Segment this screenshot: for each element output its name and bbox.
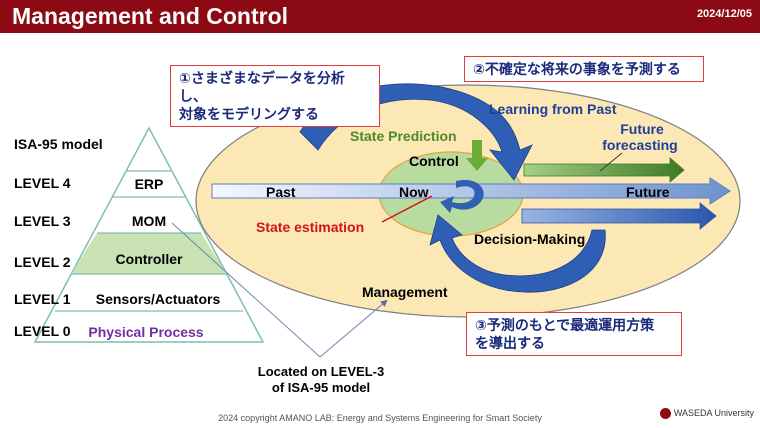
level-1-label: LEVEL 1: [14, 291, 71, 307]
callout-modeling: ①さまざまなデータを分析し、 対象をモデリングする: [170, 65, 380, 127]
state-prediction-arrow: [466, 140, 488, 171]
forecast-blue-arrow: [521, 202, 717, 230]
university-name: WASEDA University: [673, 408, 754, 418]
callout-modeling-line1: ①さまざまなデータを分析し、: [179, 70, 345, 104]
callout-modeling-line2: 対象をモデリングする: [179, 106, 319, 122]
decision-making-label: Decision-Making: [474, 231, 586, 247]
future-forecasting-line2: forecasting: [602, 137, 678, 153]
located-pointer-mom: [171, 222, 321, 358]
state-estimation-pointer: [381, 195, 433, 223]
tier-physical-process: Physical Process: [88, 324, 204, 340]
university-logo: WASEDA University: [659, 408, 754, 420]
tier-mom: MOM: [131, 213, 167, 229]
title-bar: Management and Control 2024/12/05: [0, 0, 760, 33]
pyramid-controller-band: [71, 233, 227, 274]
callout-prediction-text: ②不確定な将来の事象を予測する: [473, 61, 681, 77]
level-0-label: LEVEL 0: [14, 323, 71, 339]
located-note-line2: of ISA-95 model: [271, 380, 371, 395]
callout-decision: ③予測のもとで最適運用方策 を導出する: [466, 312, 682, 356]
level-4-label: LEVEL 4: [14, 175, 71, 191]
management-label: Management: [362, 284, 448, 300]
past-label: Past: [266, 184, 296, 200]
callout-prediction: ②不確定な将来の事象を予測する: [464, 56, 704, 82]
tier-erp: ERP: [134, 176, 164, 192]
state-prediction-label: State Prediction: [350, 128, 457, 144]
tier-sensors-actuators: Sensors/Actuators: [95, 291, 221, 307]
decision-arrow: [429, 214, 606, 293]
now-loop-arrow: [440, 179, 484, 213]
waseda-emblem-icon: [659, 408, 671, 420]
copyright-footer: 2024 copyright AMANO LAB: Energy and Sys…: [218, 413, 542, 423]
forecasting-pointer: [599, 152, 623, 172]
callout-decision-line1: ③予測のもとで最適運用方策: [475, 317, 655, 333]
isa95-model-label: ISA-95 model: [14, 136, 103, 152]
now-label: Now: [399, 184, 429, 200]
callout-decision-line2: を導出する: [475, 335, 545, 351]
forecast-green-arrow: [523, 157, 685, 183]
time-axis-arrow: [211, 177, 731, 205]
slide-date: 2024/12/05: [696, 8, 752, 20]
future-label: Future: [626, 184, 670, 200]
located-pointer-management: [319, 299, 388, 358]
level-3-label: LEVEL 3: [14, 213, 71, 229]
tier-controller: Controller: [115, 251, 183, 267]
level-2-label: LEVEL 2: [14, 254, 71, 270]
learning-from-past-label: Learning from Past: [489, 101, 617, 117]
state-estimation-label: State estimation: [256, 219, 365, 235]
control-label: Control: [409, 153, 459, 169]
future-forecasting-line1: Future: [620, 121, 664, 137]
page-title: Management and Control: [12, 3, 289, 29]
located-note-line1: Located on LEVEL-3: [257, 364, 385, 379]
